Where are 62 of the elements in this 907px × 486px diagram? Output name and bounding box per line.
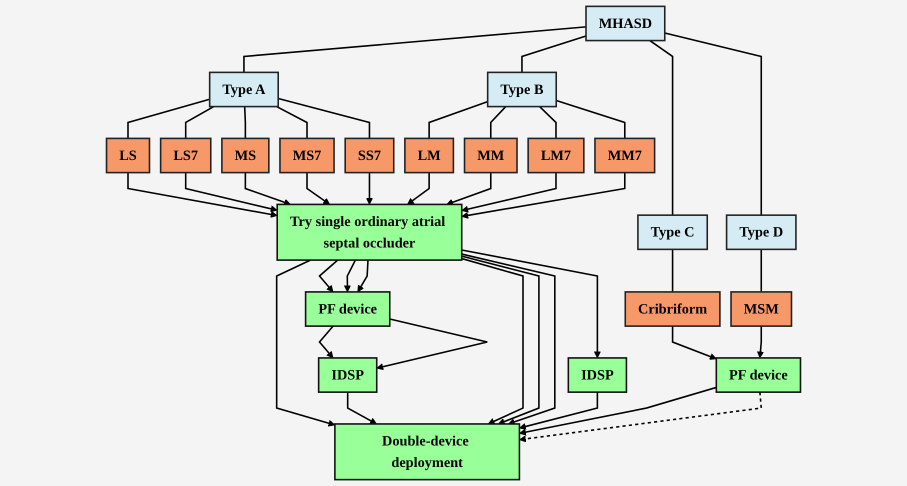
arrow	[184, 172, 278, 212]
arrow	[357, 260, 369, 292]
arrow	[318, 326, 334, 358]
node-box: MM7	[594, 138, 656, 174]
arrow	[318, 260, 338, 292]
arrow	[376, 318, 488, 370]
node-box: Type A	[208, 72, 279, 108]
node-box: IDSP	[318, 357, 378, 393]
arrow	[446, 172, 492, 206]
arrow	[462, 255, 540, 425]
node-box: Type B	[486, 72, 558, 108]
node-box: LM	[404, 138, 454, 174]
connector	[760, 249, 762, 292]
node-box: PF device	[304, 291, 391, 327]
arrow	[366, 172, 373, 205]
arrow	[407, 172, 430, 205]
node-box: MHASD	[585, 6, 666, 42]
connector	[127, 98, 210, 138]
node-box: IDSP	[568, 357, 628, 393]
arrow	[462, 249, 601, 358]
node-box: PF device	[716, 357, 802, 393]
node-box: LS7	[160, 138, 212, 174]
arrow	[461, 172, 557, 213]
connector	[649, 40, 674, 216]
node-box: SS7	[344, 138, 395, 174]
connector	[521, 35, 586, 72]
arrow	[127, 172, 278, 218]
arrow	[276, 259, 336, 427]
arrow	[462, 258, 524, 425]
node-box: Try single ordinary atrial septal occluder	[276, 204, 463, 261]
arrow	[244, 172, 291, 206]
node-box: MS7	[279, 138, 335, 174]
connector	[539, 106, 557, 138]
node-box: LS	[106, 138, 150, 174]
node-box: MS	[221, 138, 270, 174]
node-box: LM7	[527, 138, 585, 174]
arrow	[306, 172, 330, 205]
arrow	[461, 172, 626, 219]
node-box: Cribriform	[624, 291, 721, 327]
arrow	[346, 392, 377, 424]
arrow	[344, 260, 356, 292]
arrow	[519, 392, 762, 442]
arrow	[672, 326, 717, 360]
connector	[556, 100, 626, 138]
node-box: Type C	[637, 214, 708, 250]
connector	[244, 106, 246, 138]
connector	[428, 100, 488, 138]
connector	[672, 249, 674, 292]
arrow	[756, 326, 764, 358]
node-box: Double-device deployment	[334, 423, 520, 480]
node-box: Type D	[726, 214, 797, 250]
connector	[243, 26, 586, 72]
arrow	[462, 253, 556, 426]
arrow	[519, 386, 717, 436]
arrow	[519, 392, 598, 430]
node-box: MSM	[730, 291, 792, 327]
connector	[184, 106, 214, 138]
node-box: MM	[464, 138, 518, 174]
connector	[276, 106, 308, 138]
connector	[490, 106, 506, 138]
connector	[278, 98, 370, 138]
connector	[664, 32, 762, 216]
